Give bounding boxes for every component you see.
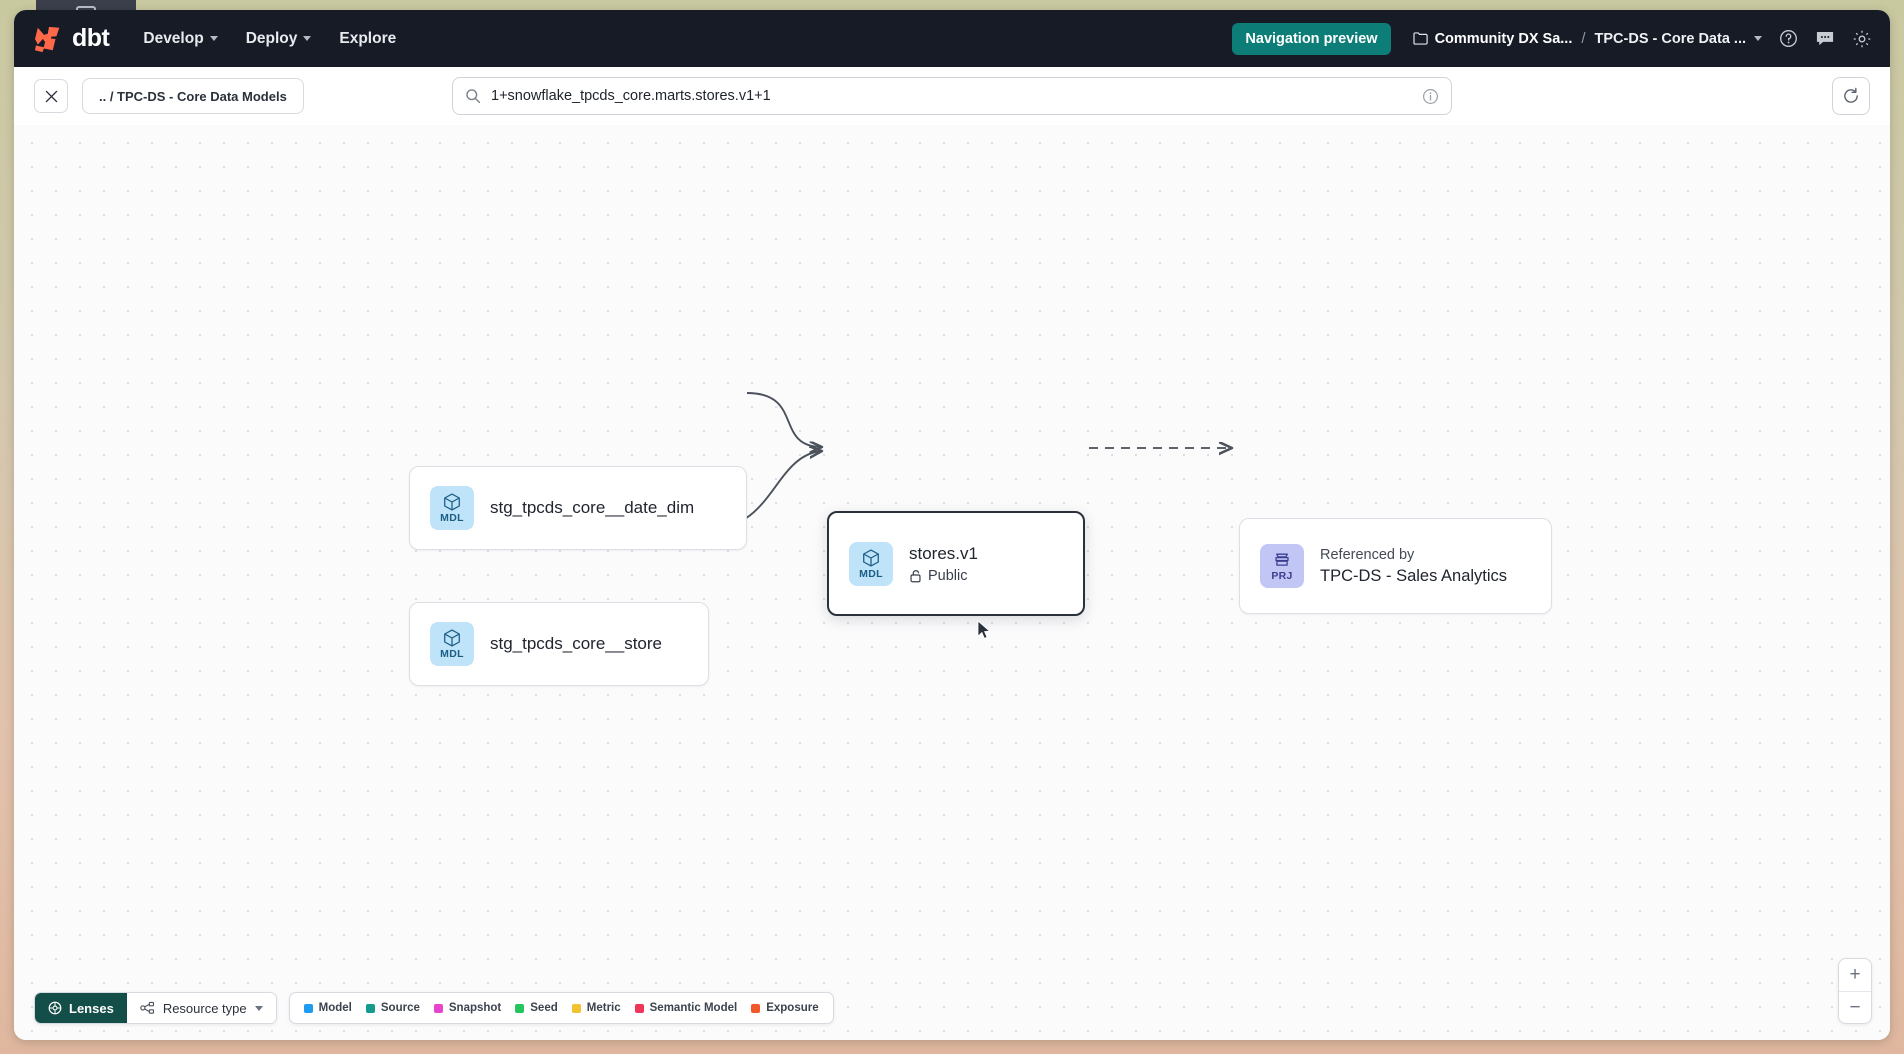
legend-item-semantic-model: Semantic Model xyxy=(634,1002,738,1014)
graph-node-project[interactable]: PRJ Referenced by TPC-DS - Sales Analyti… xyxy=(1239,518,1552,614)
folder-icon xyxy=(1412,32,1428,45)
chevron-down-icon xyxy=(1754,36,1762,41)
legend-item-exposure: Exposure xyxy=(751,1002,819,1014)
zoom-in-button[interactable]: + xyxy=(1849,964,1861,985)
node-type-badge-mdl: MDL xyxy=(849,541,893,586)
search-input[interactable] xyxy=(491,88,1412,104)
chevron-down-icon xyxy=(209,36,218,41)
legend-label: Seed xyxy=(530,1002,558,1014)
brand-name: dbt xyxy=(72,24,110,52)
nodes-icon xyxy=(140,1001,154,1014)
lenses-control-group: Lenses Resource type xyxy=(34,992,277,1024)
top-navigation-bar: dbt Develop Deploy Explore Navigation pr… xyxy=(14,10,1890,67)
nav-item-deploy-label: Deploy xyxy=(245,29,298,47)
legend-swatch xyxy=(751,1003,761,1013)
breadcrumb-project[interactable]: TPC-DS - Core Data ... xyxy=(1595,31,1762,47)
node-title: stg_tpcds_core__store xyxy=(490,634,662,653)
dbt-logo[interactable]: dbt xyxy=(34,24,110,53)
node-type-badge-prj: PRJ xyxy=(1260,544,1304,588)
feedback-chat-icon[interactable] xyxy=(1815,29,1835,48)
legend-label: Exposure xyxy=(766,1002,819,1014)
lineage-canvas[interactable]: MDL stg_tpcds_core__date_dim MDL stg_tpc… xyxy=(14,125,1890,1040)
legend-item-snapshot: Snapshot xyxy=(433,1002,502,1014)
chevron-down-icon xyxy=(254,1005,263,1011)
nav-item-develop[interactable]: Develop xyxy=(143,29,218,48)
legend-swatch xyxy=(571,1003,581,1013)
nav-item-explore-label: Explore xyxy=(339,29,397,47)
legend-swatch xyxy=(303,1003,313,1013)
edge-date-dim-to-stores xyxy=(746,392,822,447)
lenses-button-label: Lenses xyxy=(69,1000,114,1016)
legend-swatch xyxy=(515,1003,525,1013)
chevron-down-icon xyxy=(303,36,312,41)
layers-icon xyxy=(1275,553,1289,566)
graph-node-model[interactable]: MDL stg_tpcds_core__store xyxy=(409,602,709,686)
cube-icon xyxy=(863,549,879,567)
legend-item-seed: Seed xyxy=(515,1002,558,1014)
legend-swatch xyxy=(634,1003,644,1013)
node-kicker: Referenced by xyxy=(1320,546,1415,563)
gear-icon[interactable] xyxy=(1852,29,1872,49)
breadcrumb-separator: / xyxy=(1581,30,1586,47)
graph-node-model[interactable]: MDL stg_tpcds_core__date_dim xyxy=(409,466,747,550)
cube-icon xyxy=(444,493,460,511)
graph-node-selected-stores-v1[interactable]: MDL stores.v1 Public xyxy=(827,511,1085,616)
node-type-badge-label: MDL xyxy=(440,648,464,661)
node-type-badge-label: MDL xyxy=(440,512,464,525)
dbt-x-logo-icon xyxy=(35,26,60,52)
legend-swatch xyxy=(433,1003,443,1013)
legend-item-metric: Metric xyxy=(571,1002,621,1014)
resource-type-dropdown[interactable]: Resource type xyxy=(126,993,276,1023)
lens-icon xyxy=(48,1001,62,1015)
zoom-out-button[interactable]: − xyxy=(1839,991,1871,1023)
lineage-bottom-bar: Lenses Resource type xyxy=(34,992,834,1024)
info-circle-icon[interactable] xyxy=(1422,88,1439,105)
node-access-label: Public xyxy=(928,567,968,584)
node-type-badge-label: MDL xyxy=(859,567,883,580)
search-icon xyxy=(466,89,481,104)
legend-label: Semantic Model xyxy=(649,1002,738,1014)
navigation-preview-badge[interactable]: Navigation preview xyxy=(1232,22,1391,55)
lenses-button[interactable]: Lenses xyxy=(35,993,127,1023)
resource-type-label: Resource type xyxy=(162,1000,247,1016)
node-type-badge-mdl: MDL xyxy=(430,486,474,530)
lineage-toolbar: .. / TPC-DS - Core Data Models xyxy=(14,67,1890,125)
cube-icon xyxy=(444,629,460,647)
close-icon xyxy=(45,90,57,102)
nav-item-explore[interactable]: Explore xyxy=(339,30,396,48)
refresh-icon xyxy=(1844,87,1858,103)
node-text-column: Referenced by TPC-DS - Sales Analytics xyxy=(1320,547,1507,586)
node-type-badge-label: PRJ xyxy=(1271,570,1293,583)
breadcrumb-account-label: Community DX Sa... xyxy=(1434,30,1573,47)
help-circle-icon[interactable] xyxy=(1779,29,1798,48)
lineage-search-bar[interactable] xyxy=(452,77,1452,115)
refresh-button[interactable] xyxy=(1832,77,1870,115)
resource-type-legend: Model Source Snapshot Seed xyxy=(288,992,834,1024)
node-access: Public xyxy=(909,568,978,584)
legend-label: Model xyxy=(318,1002,352,1014)
lineage-breadcrumb[interactable]: .. / TPC-DS - Core Data Models xyxy=(82,78,304,114)
node-title: stores.v1 xyxy=(909,543,978,563)
legend-item-source: Source xyxy=(365,1002,420,1014)
legend-label: Snapshot xyxy=(448,1002,502,1014)
app-page: dbt Develop Deploy Explore Navigation pr… xyxy=(14,10,1890,1040)
nav-item-develop-label: Develop xyxy=(143,29,204,47)
legend-label: Source xyxy=(380,1002,420,1014)
close-button[interactable] xyxy=(34,79,68,113)
node-title: TPC-DS - Sales Analytics xyxy=(1320,566,1508,585)
nav-item-deploy[interactable]: Deploy xyxy=(246,30,312,48)
legend-item-model: Model xyxy=(303,1002,352,1014)
node-type-badge-mdl: MDL xyxy=(430,622,474,666)
legend-label: Metric xyxy=(586,1002,621,1014)
unlock-icon xyxy=(910,569,921,582)
node-title: stg_tpcds_core__date_dim xyxy=(490,498,695,517)
zoom-controls: + − xyxy=(1838,958,1872,1024)
legend-swatch xyxy=(365,1003,375,1013)
breadcrumb-account[interactable]: Community DX Sa... xyxy=(1412,30,1573,47)
node-text-column: stores.v1 Public xyxy=(909,544,978,584)
breadcrumb-project-label: TPC-DS - Core Data ... xyxy=(1594,30,1746,47)
